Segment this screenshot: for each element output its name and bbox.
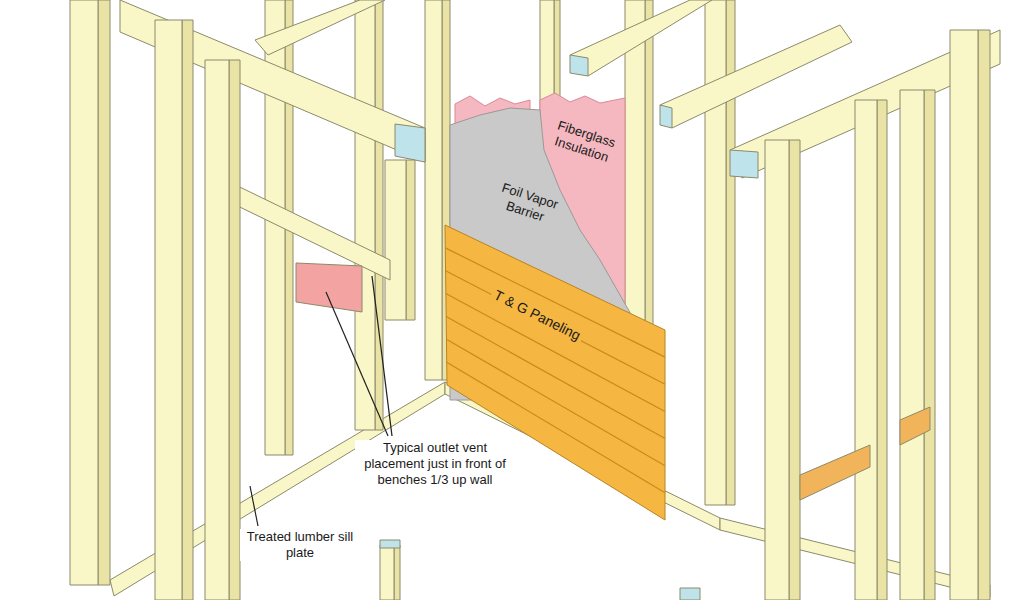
stud (380, 545, 394, 600)
board-joint (446, 294, 665, 412)
leader-line (326, 292, 388, 436)
stud (155, 20, 182, 600)
stud-side (406, 160, 415, 320)
stud-side (229, 60, 240, 600)
top-plate (255, 0, 385, 55)
stud (70, 0, 98, 585)
stud-side (978, 30, 990, 600)
stud (950, 30, 978, 600)
callout-note: Treated lumber sill plate (240, 529, 360, 561)
stud-side (394, 545, 400, 600)
stud (900, 90, 924, 600)
stud-side (375, 0, 383, 430)
board-joint (446, 271, 665, 385)
stud-side (877, 100, 887, 600)
stud (765, 140, 789, 600)
stud (705, 0, 726, 505)
beam-end (730, 150, 758, 178)
top-beam (570, 0, 712, 76)
stud-side (182, 20, 193, 600)
fire-block (800, 445, 870, 500)
beam-end (660, 105, 672, 128)
stub-cap (380, 540, 400, 548)
stud-side (789, 140, 800, 600)
beam-end (395, 124, 425, 162)
beam-end (570, 55, 588, 76)
fire-block (900, 407, 930, 445)
board-joint (446, 316, 665, 438)
stud (385, 160, 406, 320)
stud-side (98, 0, 110, 585)
board-joint (445, 248, 665, 357)
stub-cap (680, 588, 700, 600)
stud (205, 60, 229, 600)
stud (425, 0, 442, 380)
stud (855, 100, 877, 600)
leader-line (372, 276, 392, 436)
leader-line (250, 486, 258, 526)
stud-side (924, 90, 935, 600)
outlet-vent (296, 263, 362, 312)
callout-note: Typical outlet vent placement just in fr… (355, 440, 515, 488)
